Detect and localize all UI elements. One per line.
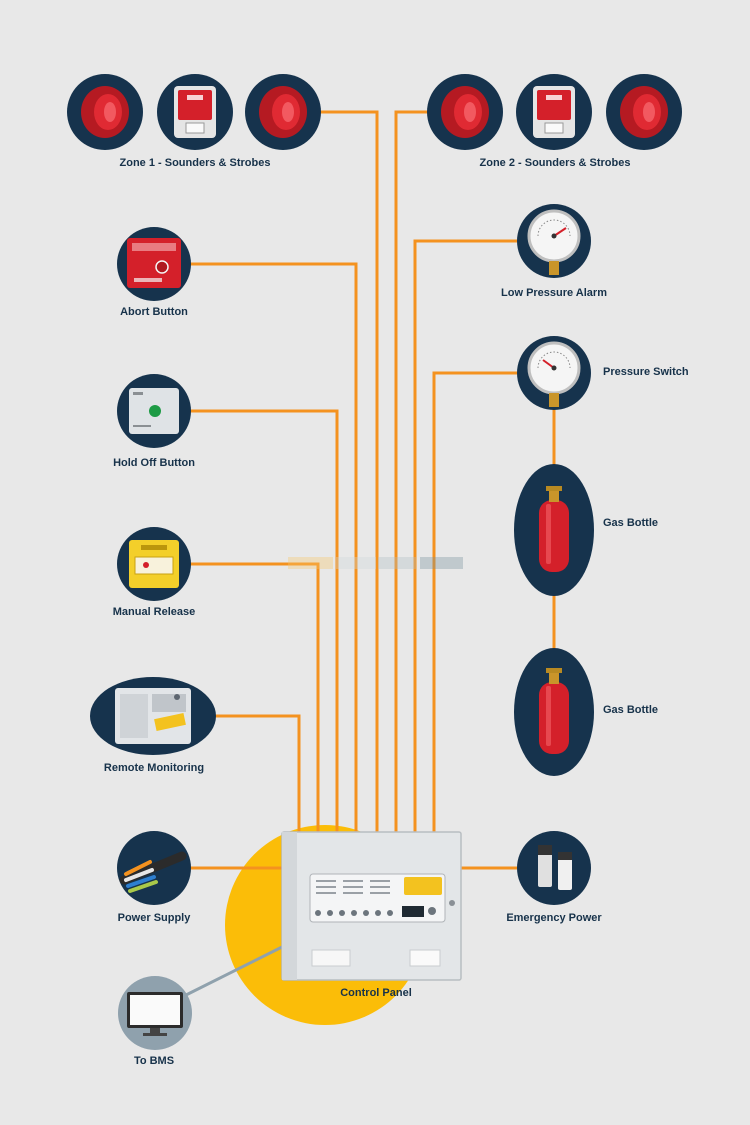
gas-bottle-icon [539,668,569,754]
zone2-sounder-right [606,74,682,150]
computer-monitor-icon [127,992,183,1036]
wire-low-pressure [413,239,517,832]
gas-bottle-2-label: Gas Bottle [603,704,659,716]
pressure-switch-node [517,336,591,410]
wire-manual-release [190,562,320,832]
wire-abort [190,262,358,832]
power-supply-label: Power Supply [117,912,191,924]
wire-pressure-switch [432,371,517,832]
gas-bottle-node-1 [514,464,594,596]
wire-zone2 [394,110,428,832]
zone2-sounder-left [427,74,503,150]
gas-bottle-1-label: Gas Bottle [603,517,659,529]
hold-off-button-node [117,374,191,448]
manual-release-node [117,527,191,601]
wiring [190,110,556,870]
zone1-sounder-left [67,74,143,150]
remote-monitoring-label: Remote Monitoring [103,762,205,774]
low-pressure-label: Low Pressure Alarm [501,287,607,299]
remote-monitoring-node [90,677,216,755]
abort-button-node [117,227,191,301]
zone1-sounder-right [245,74,321,150]
emergency-power-label: Emergency Power [506,912,602,924]
zone2-strobe [516,74,592,150]
to-bms-label: To BMS [133,1055,175,1067]
wire-hold-off [190,409,339,832]
abort-label: Abort Button [120,306,188,318]
wire-remote-monitoring [215,714,301,832]
zone1-label: Zone 1 - Sounders & Strobes [119,157,271,169]
pressure-gauge-icon [527,341,581,407]
gas-bottle-node-2 [514,648,594,776]
control-panel-node [281,831,462,981]
emergency-power-node [517,831,591,905]
hold-off-label: Hold Off Button [113,457,195,469]
pressure-gauge-icon [527,209,581,275]
zone2-label: Zone 2 - Sounders & Strobes [479,157,631,169]
zone1-strobe [157,74,233,150]
colour-strip [288,557,463,569]
zone1-group [67,74,321,150]
gas-bottle-icon [539,486,569,572]
control-panel-icon [281,831,462,981]
control-panel-label: Control Panel [340,987,412,999]
zone2-group [427,74,682,150]
pressure-switch-label: Pressure Switch [603,366,689,378]
to-bms-node [118,976,192,1050]
power-cable-icon [119,851,187,893]
power-supply-node [117,831,191,905]
wire-zone1 [320,110,379,832]
battery-icon [538,845,572,890]
wire-bms [183,943,287,998]
manual-release-label: Manual Release [112,606,196,618]
low-pressure-alarm-node [517,204,591,278]
